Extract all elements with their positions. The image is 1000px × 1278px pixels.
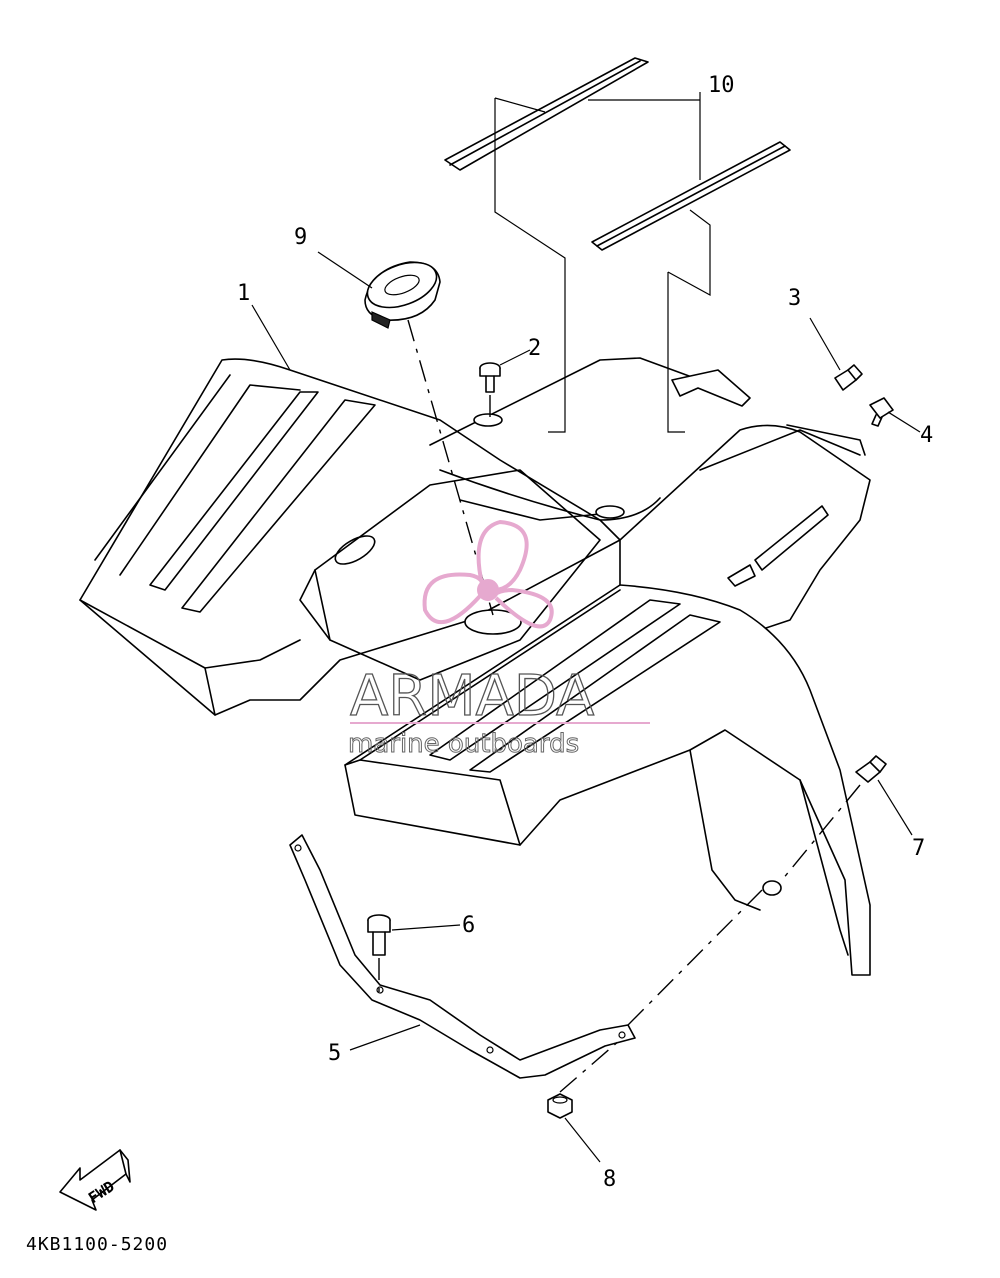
leader-lines <box>251 92 921 1163</box>
callout-labels: 1 2 3 4 5 6 7 8 9 10 <box>237 73 933 1192</box>
callout-1: 1 <box>237 281 250 306</box>
nut-8 <box>547 1093 573 1119</box>
watermark-tagline: marine outboards <box>348 729 579 759</box>
fender-body <box>79 357 871 976</box>
grommet <box>762 880 782 896</box>
propeller-logo <box>422 519 554 629</box>
callout-2: 2 <box>528 336 541 361</box>
bolt-7 <box>855 755 887 783</box>
callout-4: 4 <box>920 423 933 448</box>
watermark: ARMADA marine outboards <box>348 519 650 760</box>
stay-bracket <box>289 834 636 1079</box>
bolt-3 <box>834 364 863 391</box>
cap-part <box>364 261 441 329</box>
callout-9: 9 <box>294 225 307 250</box>
callout-8: 8 <box>603 1167 616 1192</box>
fwd-arrow-icon: FWD <box>59 1149 131 1211</box>
strip-upper <box>444 57 791 251</box>
callout-10: 10 <box>708 73 735 98</box>
callout-6: 6 <box>462 913 475 938</box>
callout-7: 7 <box>912 836 925 861</box>
callout-5: 5 <box>328 1041 341 1066</box>
watermark-brand: ARMADA <box>350 664 594 729</box>
part-code: 4KB1100-5200 <box>26 1234 168 1255</box>
callout-3: 3 <box>788 286 801 311</box>
bolt-4 <box>869 397 894 427</box>
bolt-6 <box>367 914 391 956</box>
bolt-2 <box>479 362 501 393</box>
